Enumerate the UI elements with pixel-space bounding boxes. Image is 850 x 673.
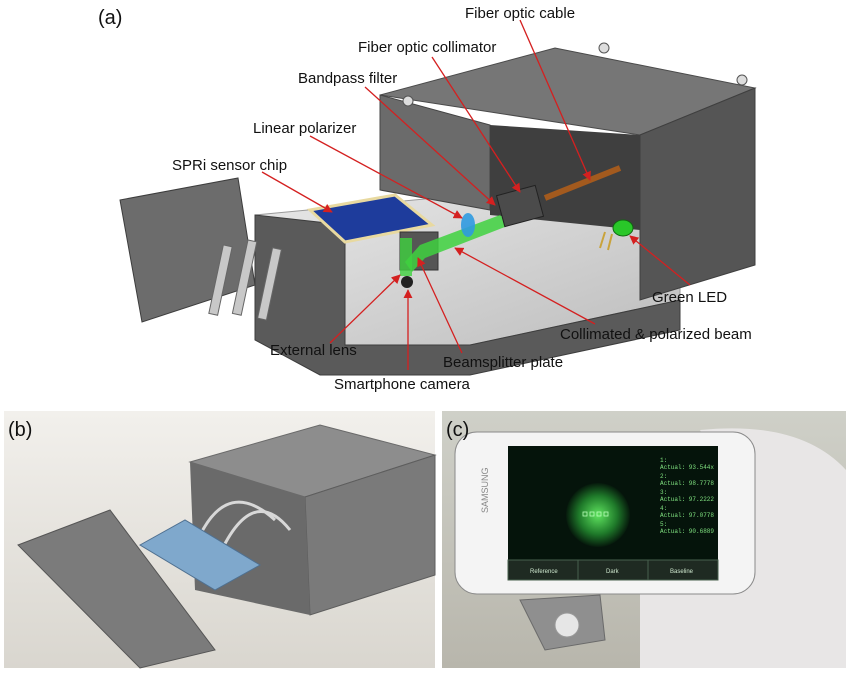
label-beamsplitter-plate: Beamsplitter plate xyxy=(443,354,563,371)
callout-line-lens xyxy=(329,274,401,344)
camera-lens xyxy=(401,276,413,288)
reference-button-label: Reference xyxy=(530,569,558,575)
housing-base xyxy=(254,214,681,376)
panel-b: (b) xyxy=(4,411,437,669)
label-spri-sensor-chip: SPRi sensor chip xyxy=(172,157,287,174)
light-beam xyxy=(405,215,510,272)
label-fiber-optic-collimator: Fiber optic collimator xyxy=(358,39,496,56)
callout-line-polarizer xyxy=(309,135,463,219)
readout-line: Actual: 97.2222 xyxy=(660,496,714,503)
readout-line: 5: xyxy=(660,521,667,528)
label-linear-polarizer: Linear polarizer xyxy=(253,120,356,137)
green-led-part xyxy=(599,219,634,251)
panel-a: (a) xyxy=(98,5,757,393)
screw xyxy=(736,74,748,86)
readout-line: 2: xyxy=(660,473,667,480)
callout-line-bandpass xyxy=(364,86,496,206)
readout-line: 3: xyxy=(660,489,667,496)
callout-lines xyxy=(261,19,691,370)
screw xyxy=(598,42,610,54)
readout-line: Actual: 98.7778 xyxy=(660,480,714,487)
panel-a-label: (a) xyxy=(98,7,122,29)
spot-markers xyxy=(582,511,609,517)
callout-line-beamsplitter xyxy=(417,257,463,354)
photo-chip xyxy=(139,519,261,591)
photo-lens-cap xyxy=(554,612,580,638)
fiber-cable xyxy=(543,165,622,201)
panel-c: SAMSUNG 1: Actual: 93.544x 2: Actual: 98… xyxy=(442,411,846,668)
dark-button-label: Dark xyxy=(606,569,620,575)
readout-line: 4: xyxy=(660,505,667,512)
readout-line: 1: xyxy=(660,457,667,464)
readout-line: Actual: 97.0778 xyxy=(660,512,714,519)
screw xyxy=(402,95,414,107)
callout-line-collimator xyxy=(431,56,521,193)
photo-open-lid xyxy=(17,509,216,669)
readout-line: Actual: 93.544x xyxy=(660,464,714,471)
label-green-led: Green LED xyxy=(652,289,727,306)
spr-spot xyxy=(566,483,630,547)
photo-housing-side xyxy=(304,454,436,616)
label-collimated-beam: Collimated & polarized beam xyxy=(560,326,752,343)
readout-list: 1: Actual: 93.544x 2: Actual: 98.7778 3:… xyxy=(660,457,714,535)
label-external-lens: External lens xyxy=(270,342,357,359)
app-button-bar: Reference Dark Baseline xyxy=(507,559,719,581)
readout-line: Actual: 90.6889 xyxy=(660,528,714,535)
spri-chip xyxy=(306,193,436,244)
phone-brand: SAMSUNG xyxy=(480,467,490,513)
beam-vertical xyxy=(400,238,412,276)
baseline-button[interactable] xyxy=(647,559,719,581)
baseline-button-label: Baseline xyxy=(670,569,694,575)
callout-line-fiber-cable xyxy=(519,19,591,181)
panel-b-label: (b) xyxy=(8,419,32,441)
panel-c-label: (c) xyxy=(446,419,469,441)
housing-left-wall xyxy=(379,94,491,211)
label-bandpass-filter: Bandpass filter xyxy=(298,70,397,87)
callout-line-chip xyxy=(261,171,333,213)
callout-line-beam xyxy=(454,247,596,325)
filter xyxy=(461,213,475,237)
lid-screws xyxy=(208,239,282,321)
label-smartphone-camera: Smartphone camera xyxy=(334,376,471,393)
callout-line-led xyxy=(629,235,691,286)
label-fiber-optic-cable: Fiber optic cable xyxy=(465,5,575,22)
